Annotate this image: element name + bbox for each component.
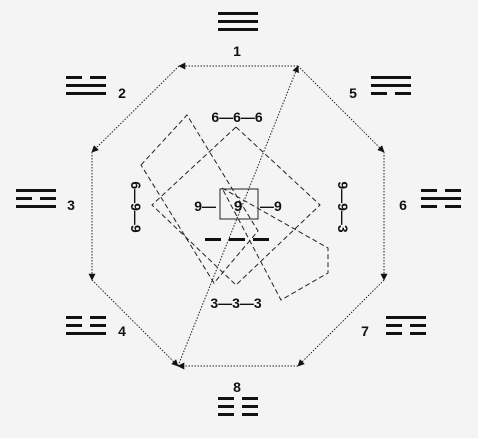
broken-line-segment [386,324,402,327]
edge-2-to-3 [91,65,180,153]
trigram-2: 2 [66,76,126,101]
broken-line-segment [371,92,387,95]
broken-line-segment [90,316,106,319]
center-dash [253,238,269,241]
octagon-cycle [88,62,388,370]
right-vertical-label: 9—9—3 [335,181,351,233]
center-middle-right: —9 [260,198,282,214]
broken-line-segment [66,324,82,327]
broken-line-segment [218,413,234,416]
broken-line-segment [242,405,258,408]
trigram-number: 1 [233,43,241,59]
trigram-number: 3 [67,197,75,213]
center-top-label: 6—6—6 [211,109,263,125]
broken-line-segment [445,189,461,192]
center-dash [205,238,221,241]
broken-line-segment [410,324,426,327]
broken-line-segment [40,197,56,200]
broken-line-segment [395,92,411,95]
broken-line-segment [410,332,426,335]
center-middle-value: 9 [234,198,242,215]
broken-line-segment [66,76,82,79]
solid-line [16,205,56,208]
edge-4-to-8 [91,279,179,367]
solid-line [386,316,426,319]
broken-line-segment [421,205,437,208]
trigram-3: 3 [16,189,75,213]
trigram-5: 5 [349,76,411,101]
broken-line-segment [16,197,32,200]
broken-line-segment [386,332,402,335]
solid-line [218,28,258,31]
diamond-square [151,126,321,286]
solid-line [16,189,56,192]
broken-line-segment [445,205,461,208]
broken-line-segment [90,76,106,79]
solid-line [371,84,411,87]
center-middle-left: 9— [194,198,216,214]
broken-line-segment [242,397,258,400]
trigram-7: 7 [361,316,426,339]
trigram-number: 4 [118,323,126,339]
trigram-1: 1 [218,12,258,59]
trigram-number: 5 [349,85,357,101]
center-broken-line [205,238,269,241]
trigram-number: 8 [233,379,241,395]
edge-6-to-7 [297,279,385,367]
center-box [219,188,259,220]
broken-line-segment [218,397,234,400]
trigram-8: 8 [218,379,258,416]
trigram-4: 4 [66,316,126,339]
trigram-6: 6 [399,189,461,213]
center-bottom-label: 3—3—3 [210,295,262,311]
solid-line [66,92,106,95]
rotated-square-right [220,186,329,301]
broken-line-segment [66,316,82,319]
solid-line [371,76,411,79]
broken-line-segment [421,189,437,192]
solid-line [66,84,106,87]
left-vertical-label: 6—9—9 [128,181,144,233]
broken-line-segment [90,324,106,327]
inner-squares [140,114,329,301]
center-dash [229,238,245,241]
solid-line [218,12,258,15]
trigram-number: 6 [399,197,407,213]
broken-line-segment [242,413,258,416]
solid-line [421,197,461,200]
broken-line-segment [218,405,234,408]
edge-1-to-5 [297,65,385,153]
trigram-set: 1 2 3 4 5 6 7 8 [16,12,461,416]
trigram-number: 7 [361,323,369,339]
solid-line [218,20,258,23]
rotated-square-left [140,114,259,284]
solid-line [66,332,106,335]
trigram-number: 2 [118,85,126,101]
